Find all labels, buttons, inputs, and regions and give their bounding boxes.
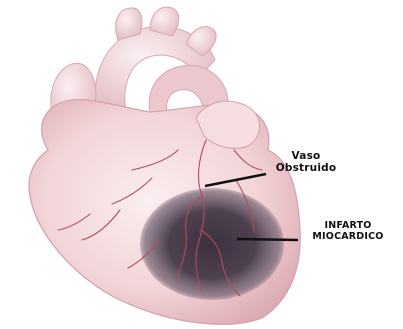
infarct-leader-line [237, 239, 298, 240]
vessel-branch-2 [150, 7, 179, 36]
infarct-label: INFARTO MIOCARDICO [296, 221, 400, 243]
infarct-region [140, 188, 284, 300]
vessel-label-line1: Vaso [262, 150, 350, 162]
infarct-label-line2: MIOCARDICO [296, 232, 400, 243]
vessel-label-line2: Obstruido [262, 162, 350, 174]
vessel-label: Vaso Obstruido [262, 150, 350, 174]
